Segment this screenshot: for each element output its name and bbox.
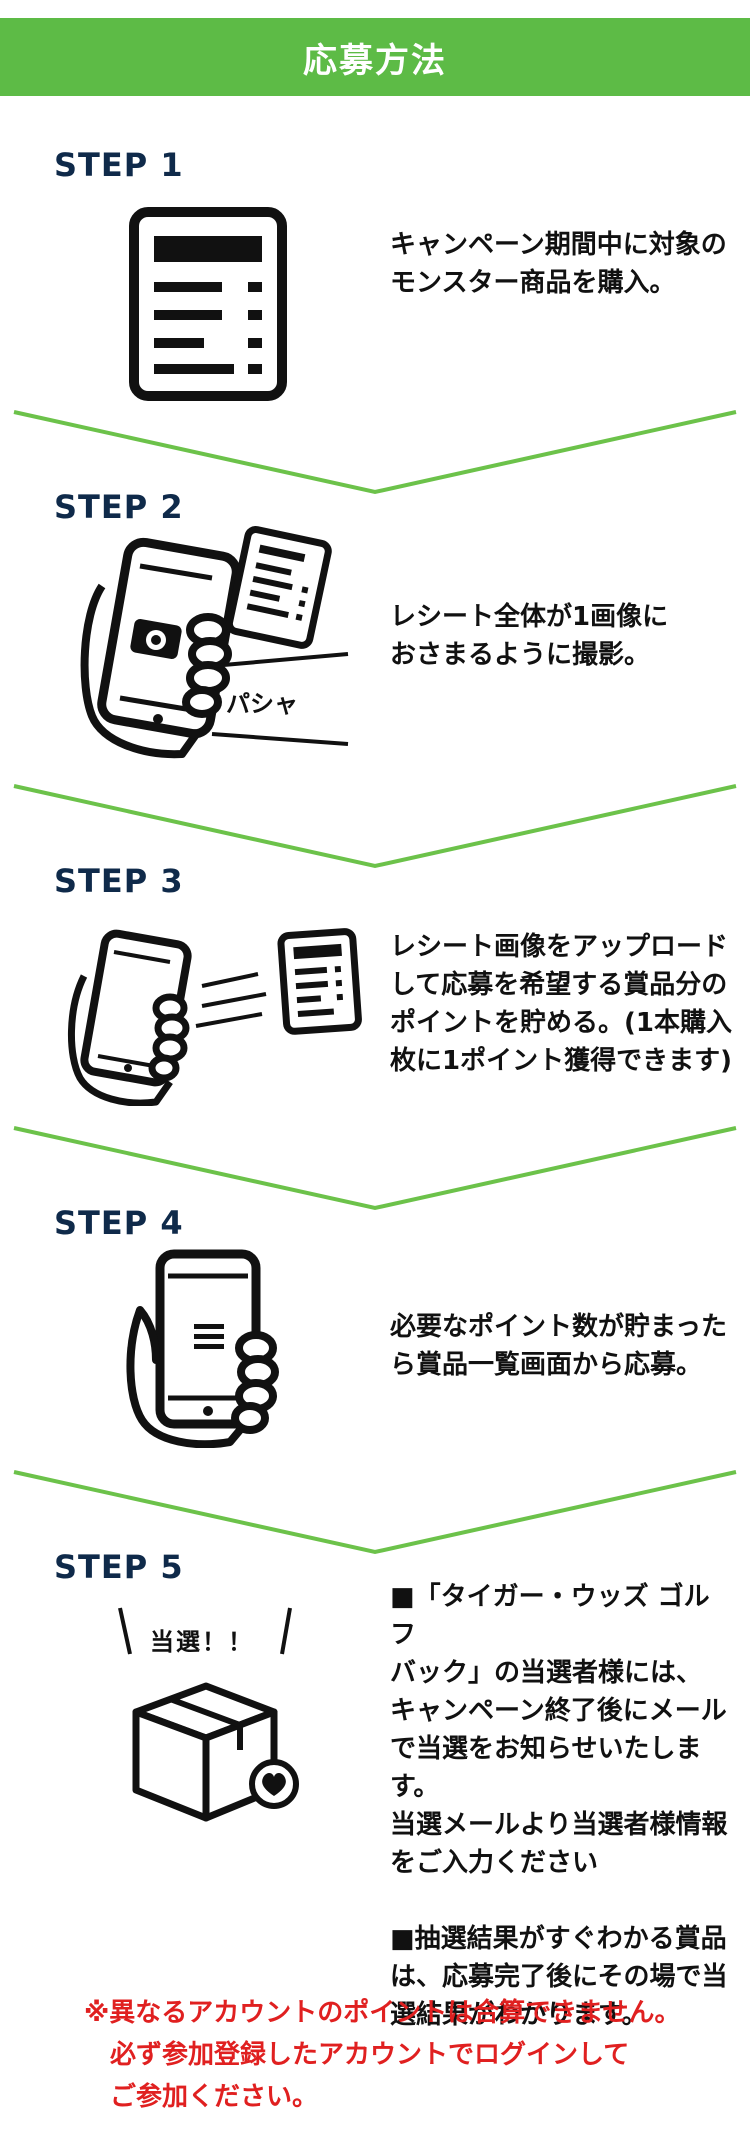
step-2-text: レシート全体が1画像に おさまるように撮影。 xyxy=(390,602,669,670)
chevron-divider xyxy=(13,784,737,869)
phone-camera-receipt-icon xyxy=(80,526,349,759)
winner-sfx: 当選！！ xyxy=(150,1628,254,1656)
chevron-divider xyxy=(13,1126,737,1211)
page-title: 応募方法 xyxy=(303,40,447,81)
account-warning-note: ※異なるアカウントのポイントは合算できません。 必ず参加登録したアカウントでログ… xyxy=(84,1998,681,2112)
step-3-label: STEP 3 xyxy=(54,862,184,900)
step-2-label: STEP 2 xyxy=(54,488,184,526)
gift-box-icon xyxy=(118,1607,299,1822)
section-header: 応募方法 xyxy=(0,18,750,96)
step-5-label: STEP 5 xyxy=(54,1548,184,1586)
step-5-text: ■「タイガー・ウッズ ゴルフ バック」の当選者様には、 キャンペーン終了後にメー… xyxy=(390,1582,728,2030)
receipt-icon xyxy=(129,207,287,401)
step-1-label: STEP 1 xyxy=(54,146,184,184)
step-3-text: レシート画像をアップロード して応募を希望する賞品分の ポイントを貯める。(1本… xyxy=(390,932,732,1076)
step-1-text: キャンペーン期間中に対象の モンスター商品を購入。 xyxy=(390,230,727,298)
phone-apply-icon xyxy=(126,1249,279,1448)
phone-upload-receipt-icon xyxy=(67,928,362,1106)
chevron-divider xyxy=(13,410,737,495)
step-4-text: 必要なポイント数が貯まった ら賞品一覧画面から応募。 xyxy=(390,1312,727,1380)
step-4-label: STEP 4 xyxy=(54,1204,184,1242)
chevron-divider xyxy=(13,1470,737,1555)
shutter-sfx: パシャ xyxy=(226,690,298,718)
